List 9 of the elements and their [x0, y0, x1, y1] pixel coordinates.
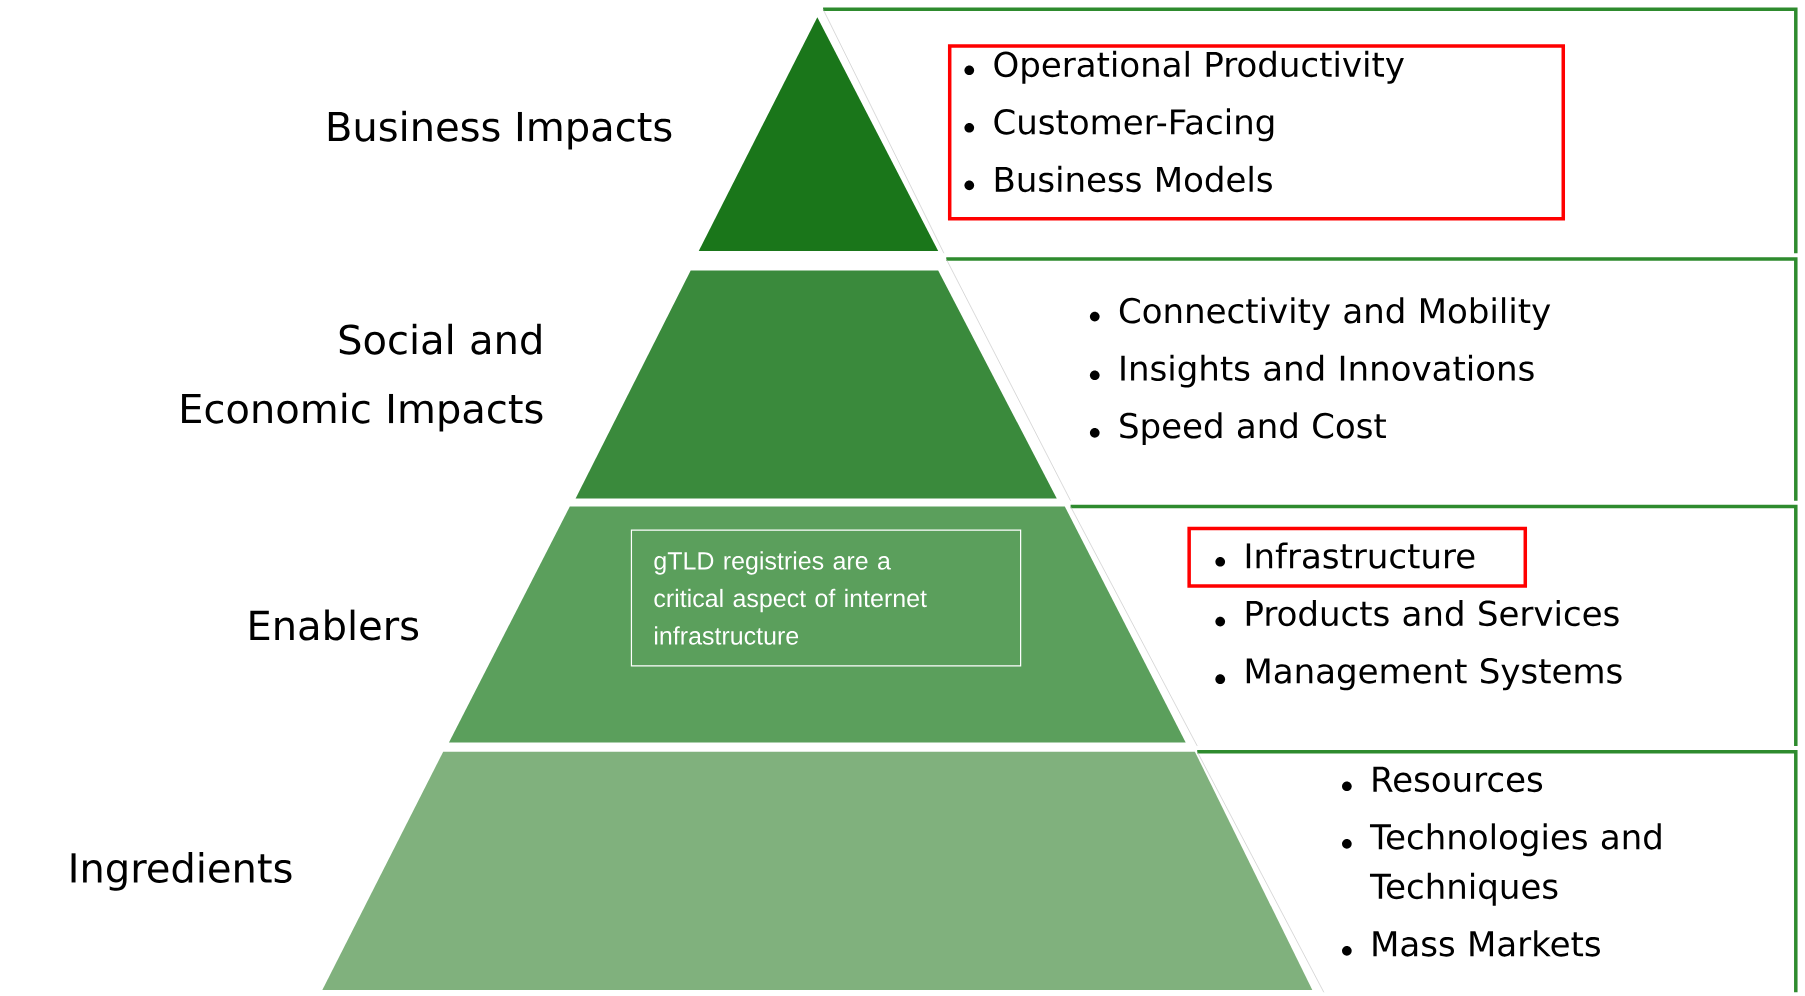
node-label: Enablers: [250, 609, 419, 641]
text-panel: Connectivity and Mobility Insights and Innovations Speed and Cost: [945, 257, 1798, 502]
text-panel: Operational Productivity Customer-Facing Business Models: [822, 7, 1798, 254]
node-label: Business Impacts: [328, 110, 672, 150]
text-panel: Infrastructure Products and Services Management Systems: [1070, 504, 1798, 747]
node-label: Social and Economic Impacts: [182, 323, 543, 432]
node-label: Ingredients: [71, 852, 292, 891]
callout-box: gTLD registries are a critical aspect of internet infrastructure: [630, 529, 1022, 667]
text-panel: Resources Technologies and Techniques Mass Markets: [1196, 750, 1798, 993]
